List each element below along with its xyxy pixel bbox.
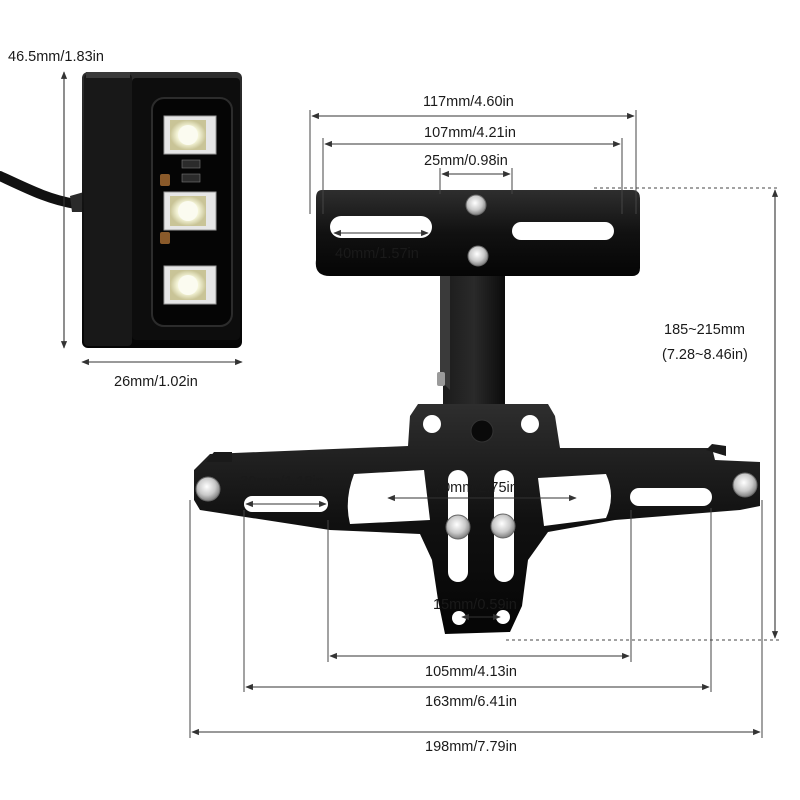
led-chip-middle [163,191,217,231]
light-height-label: 46.5mm/1.83in [8,49,104,65]
width-105-label: 105mm/4.13in [425,664,517,680]
side-slot-length-label: 30mm/1.18in [240,474,324,490]
top-width-inner-label: 107mm/4.21in [424,125,516,141]
height-range-label: 185~215mm [664,322,745,338]
top-slot-length-label: 40mm/1.57in [335,246,419,262]
light-dimensions [60,71,243,366]
bottom-hole-spacing-label: 15mm/0.59in [433,597,517,613]
width-163-label: 163mm/6.41in [425,694,517,710]
center-slot-spacing-label: 70mm/2.75in [434,480,518,496]
light-width-label: 26mm/1.02in [114,374,198,390]
height-range-in-label: (7.28~8.46in) [662,347,748,363]
width-198-label: 198mm/7.79in [425,739,517,755]
top-width-outer-label: 117mm/4.60in [423,94,514,110]
top-hole-spacing-label: 25mm/0.98in [424,153,508,169]
license-light [0,72,242,348]
bracket [194,190,760,634]
led-chip-top [163,115,217,155]
bracket-dimensions [189,110,780,738]
led-chip-bottom [163,265,217,305]
